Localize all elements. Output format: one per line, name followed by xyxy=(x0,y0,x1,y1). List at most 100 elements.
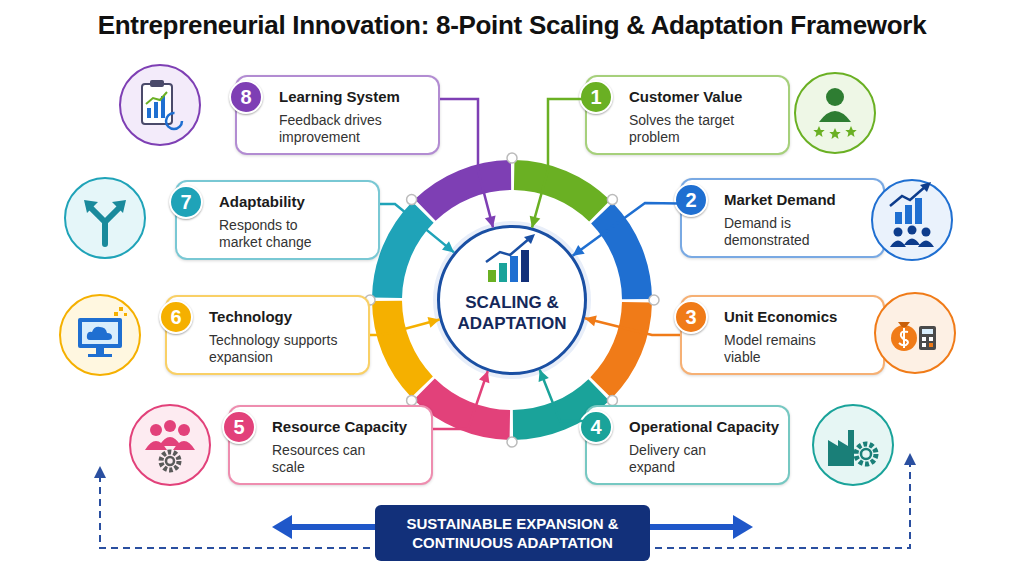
arrow-head xyxy=(904,453,916,465)
calculator-key xyxy=(929,337,933,341)
money-bag xyxy=(891,325,917,351)
connector-line xyxy=(380,204,454,252)
gear xyxy=(856,444,876,464)
connector xyxy=(585,316,680,336)
gear-hub xyxy=(166,457,174,465)
monitor-base xyxy=(88,354,112,357)
adaptability-icon xyxy=(65,178,145,258)
cycle-arrow xyxy=(166,113,182,129)
step-heading: Operational Capacity xyxy=(629,418,779,435)
person-head xyxy=(164,420,176,432)
number-badge: 7 xyxy=(169,185,203,219)
economics-icon xyxy=(875,293,955,373)
number-badge: 8 xyxy=(229,80,263,114)
ring-joint xyxy=(507,437,517,447)
connector xyxy=(433,371,489,429)
icon-circle xyxy=(872,180,952,260)
icon-circle xyxy=(60,295,140,375)
rating-star xyxy=(829,128,840,139)
step-heading: Customer Value xyxy=(629,88,742,105)
connector xyxy=(530,99,585,228)
operations-icon xyxy=(813,405,893,485)
chart-bar xyxy=(488,270,496,282)
person-head xyxy=(826,88,844,106)
ring-segment xyxy=(385,173,639,427)
arrow-head xyxy=(539,370,549,382)
arrow-head xyxy=(530,216,541,228)
hub-label: SCALING & ADAPTATION xyxy=(449,292,575,372)
trend-arrow xyxy=(524,234,535,244)
icon-circle xyxy=(65,178,145,258)
icon-circle xyxy=(120,65,200,145)
step-box: Operational CapacityDelivery can expand 4 xyxy=(585,405,790,485)
resources-icon xyxy=(130,405,210,485)
person-body xyxy=(819,111,851,122)
pixel xyxy=(114,312,118,316)
outcome-band: SUSTAINABLE EXPANSION & CONTINUOUS ADAPT… xyxy=(375,505,650,561)
gear-hub xyxy=(861,449,871,459)
step-description: Delivery can expand xyxy=(629,442,741,476)
callout-number: 3 xyxy=(685,307,696,327)
calculator-key xyxy=(922,343,926,347)
connector-line xyxy=(370,320,440,336)
ring-segment xyxy=(385,173,639,427)
connector-line xyxy=(573,203,680,256)
step-heading: Learning System xyxy=(279,88,400,105)
number-badge: 3 xyxy=(674,300,708,334)
chart-bar xyxy=(154,102,158,118)
step-heading: Technology xyxy=(209,308,292,325)
chart-bar xyxy=(161,96,165,118)
person-head xyxy=(178,424,190,436)
number-badge: 5 xyxy=(222,410,256,444)
step-heading: Adaptability xyxy=(219,193,305,210)
step-box: AdaptabilityResponds to market change7 xyxy=(175,180,380,260)
arrow-head xyxy=(84,200,98,213)
connector xyxy=(573,203,680,256)
clipboard-clip xyxy=(150,80,164,87)
ring-segment xyxy=(385,173,639,427)
ring-joint xyxy=(507,153,517,163)
arrow-head xyxy=(94,466,106,478)
callout-number: 5 xyxy=(233,417,244,437)
band-label: SUSTAINABLE EXPANSION & CONTINUOUS ADAPT… xyxy=(395,514,631,552)
connector xyxy=(380,204,454,252)
ring-joint xyxy=(607,395,617,405)
connector-line xyxy=(440,99,493,227)
split-arrow xyxy=(90,207,120,244)
demand-icon xyxy=(872,180,952,260)
arrow-head xyxy=(428,317,440,328)
band-arrow-shaft xyxy=(288,524,378,530)
icon-circle xyxy=(795,73,875,153)
chart-bar xyxy=(895,212,902,224)
arrow-head xyxy=(485,215,496,227)
step-description: Solves the target problem xyxy=(629,112,747,146)
ring-joint xyxy=(607,195,617,205)
connector-line xyxy=(433,371,488,429)
connector-line xyxy=(585,318,680,335)
number-badge: 1 xyxy=(579,80,613,114)
calculator-key xyxy=(929,343,933,347)
connector xyxy=(440,99,496,227)
pixel xyxy=(119,307,123,311)
cloud xyxy=(87,327,112,340)
connector xyxy=(370,317,440,335)
number-badge: 2 xyxy=(674,183,708,217)
calculator xyxy=(919,326,936,350)
callout-number: 8 xyxy=(240,87,251,107)
gear xyxy=(161,452,179,470)
person-head xyxy=(922,228,931,237)
arrow-head xyxy=(479,371,489,383)
step-description: Responds to market change xyxy=(219,217,329,251)
step-heading: Resource Capacity xyxy=(272,418,407,435)
hub-circle: SCALING & ADAPTATION xyxy=(437,225,587,375)
technology-icon xyxy=(60,295,140,375)
callout-number: 4 xyxy=(590,417,601,437)
band-arrow-head xyxy=(272,515,292,539)
diagram-title: Entrepreneurial Innovation: 8-Point Scal… xyxy=(0,10,1024,41)
chart-bar xyxy=(147,108,151,118)
rating-star xyxy=(813,126,824,137)
arrow-head xyxy=(585,316,597,327)
trend-line xyxy=(146,92,167,104)
connector xyxy=(539,370,585,421)
